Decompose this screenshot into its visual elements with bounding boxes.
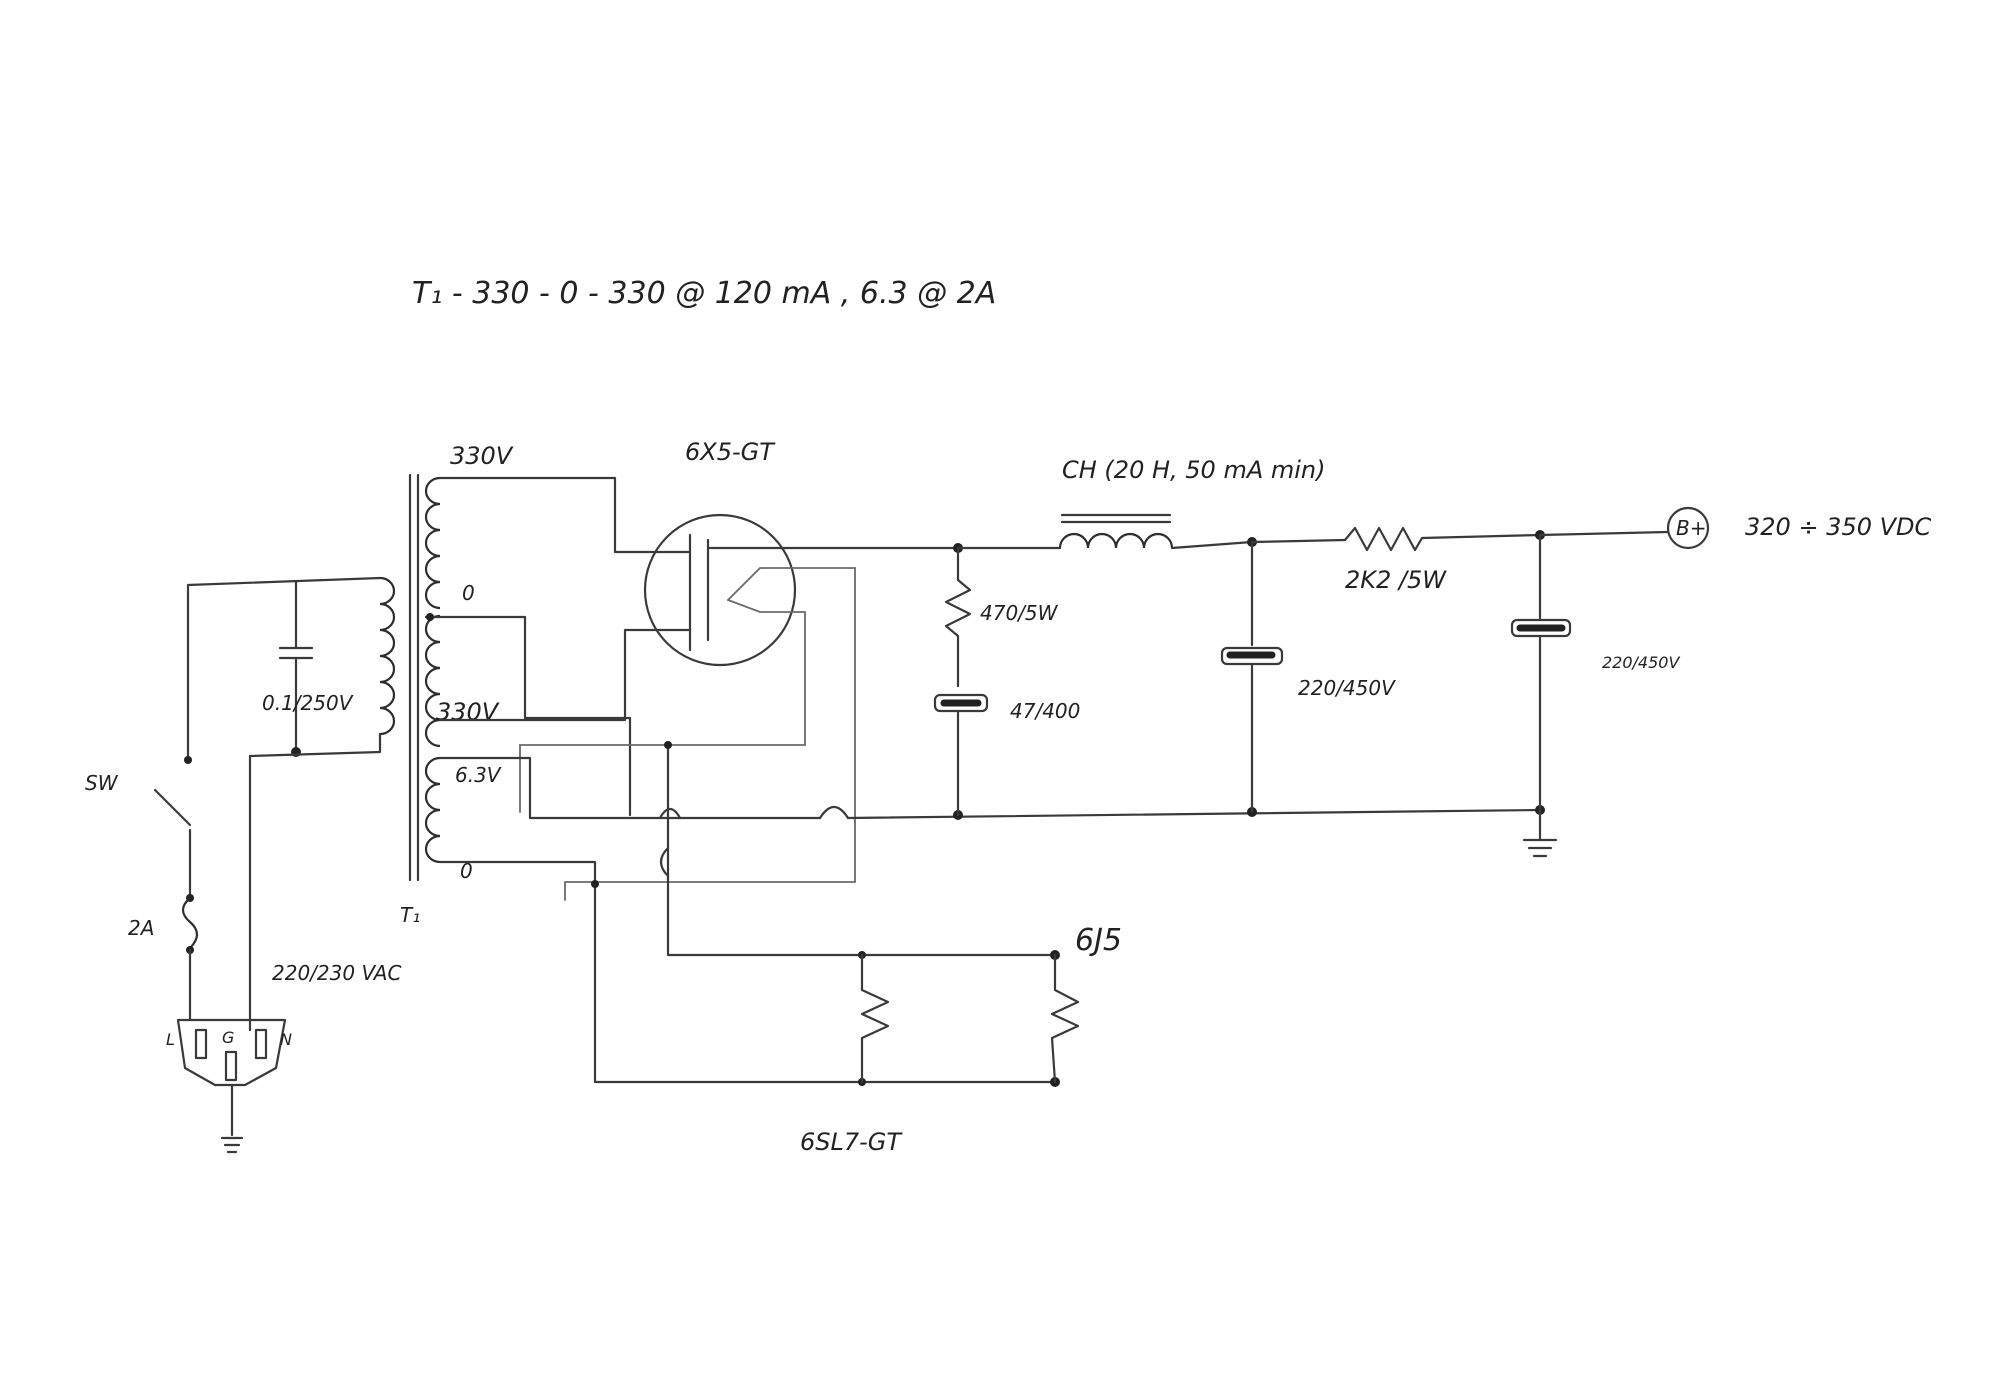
rectifier-tube: [519, 513, 960, 901]
filament-winding: [424, 756, 441, 864]
mains-plug: [176, 1018, 287, 1154]
resistor-2k2-label: 2K2 /5W: [1345, 566, 1447, 594]
cap-220-b-label: 220/450V: [1602, 653, 1680, 672]
cap-01-label: 0.1/250V: [262, 691, 354, 715]
heater-6sl7: [860, 953, 890, 1084]
tube-6j5-label: 6J5: [1075, 923, 1122, 958]
hv-secondary-winding: [424, 476, 441, 748]
sec-top-label: 330V: [450, 442, 514, 470]
cap-47-label: 47/400: [1010, 699, 1080, 723]
resistor-470-label: 470/5W: [980, 601, 1059, 625]
ground-symbol-right: [1522, 838, 1558, 858]
plug-l-label: L: [166, 1030, 175, 1049]
sec-bottom-label: 330V: [436, 698, 500, 726]
bplus-label: B+: [1676, 516, 1706, 540]
heater-6j5: [1050, 953, 1080, 1084]
cap-220-a-label: 220/450V: [1298, 676, 1396, 700]
cap-47: [933, 693, 989, 713]
sec-ct-label: 0: [462, 581, 475, 605]
fuse-label: 2A: [128, 916, 154, 940]
bplus-terminal: [1666, 506, 1710, 550]
filament-0-label: 0: [460, 859, 473, 883]
power-switch: [153, 788, 192, 827]
switch-label: SW: [85, 771, 119, 795]
resistor-470: [944, 578, 972, 688]
tube-6sl7-label: 6SL7-GT: [800, 1128, 903, 1156]
transformer-t1: [379, 473, 441, 882]
transformer-ref-label: T₁: [400, 903, 420, 927]
mains-label: 220/230 VAC: [272, 961, 401, 985]
output-voltage-label: 320 ÷ 350 VDC: [1745, 513, 1932, 541]
choke-label: CH (20 H, 50 mA min): [1062, 456, 1325, 484]
fuse: [181, 897, 199, 949]
filament-63-label: 6.3V: [455, 763, 502, 787]
choke-coil: [1058, 532, 1174, 549]
plug-g-label: G: [222, 1028, 234, 1047]
resistor-2k2: [1343, 526, 1542, 552]
primary-winding: [379, 576, 396, 736]
rectifier-label: 6X5-GT: [685, 438, 776, 466]
transformer-spec-label: T₁ - 330 - 0 - 330 @ 120 mA , 6.3 @ 2A: [412, 276, 996, 311]
plug-n-label: N: [280, 1030, 292, 1049]
